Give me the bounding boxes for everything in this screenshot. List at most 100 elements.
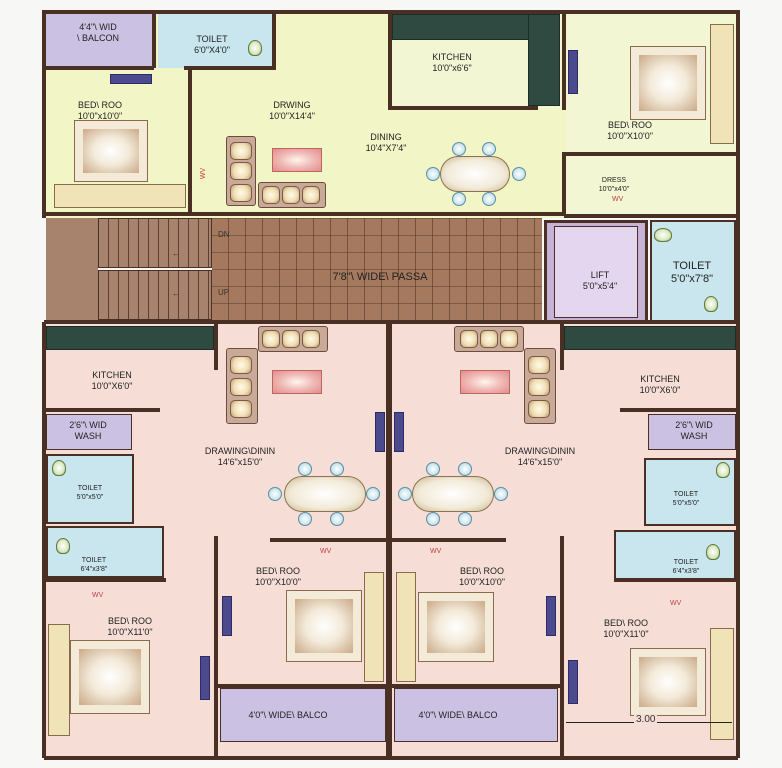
cushion [302, 186, 320, 204]
wall [188, 68, 192, 214]
wall [44, 756, 738, 760]
chair [452, 192, 466, 206]
cushion [528, 356, 550, 374]
staircase [98, 270, 212, 320]
wall [560, 322, 564, 370]
wall [44, 66, 154, 70]
chair [494, 487, 508, 501]
wall [560, 536, 564, 756]
wall [620, 408, 738, 412]
dining-table [284, 476, 366, 512]
wardrobe [710, 24, 734, 144]
wardrobe [710, 628, 734, 740]
cushion [262, 186, 280, 204]
toilet-fixture [716, 462, 730, 478]
dimension-label: 3.00 [634, 714, 658, 725]
cushion [528, 378, 550, 396]
chair [482, 142, 496, 156]
toilet-fixture [654, 228, 672, 242]
wv-mark: WV [200, 167, 208, 180]
top-balcony [46, 12, 152, 68]
kitchen-counter [528, 14, 560, 106]
arrow-left-icon: ← [172, 249, 180, 258]
wall [614, 578, 738, 582]
cushion [282, 186, 300, 204]
left-balcony [220, 688, 386, 742]
wall [42, 10, 46, 218]
wv-mark: WV [612, 196, 624, 203]
chair [298, 462, 312, 476]
wv-mark: WV [92, 592, 104, 599]
arrow-left-icon: ← [172, 289, 180, 298]
chair [268, 487, 282, 501]
top-dress [566, 156, 736, 214]
toilet-fixture [52, 460, 66, 476]
wall [152, 10, 156, 68]
window [568, 50, 578, 94]
chair [426, 462, 440, 476]
kitchen-counter [564, 326, 736, 350]
window [375, 412, 385, 452]
bed [630, 46, 706, 120]
wall [564, 214, 740, 218]
window [222, 596, 232, 636]
cushion [480, 330, 498, 348]
bed [74, 120, 148, 182]
passage-label: 7'8"\ WIDE\ PASSA [332, 271, 428, 283]
wall [214, 536, 218, 756]
wall [184, 66, 274, 70]
wardrobe [48, 624, 70, 736]
dining-table [412, 476, 494, 512]
chair [458, 512, 472, 526]
cushion [230, 378, 252, 396]
passage-grid [212, 218, 542, 320]
stair-dn-label: DN [218, 230, 230, 239]
rug [272, 148, 322, 172]
stair-landing [46, 218, 98, 320]
right-balcony [394, 688, 558, 742]
cushion [262, 330, 280, 348]
window [568, 660, 578, 704]
chair [298, 512, 312, 526]
wardrobe [364, 572, 384, 682]
cushion [282, 330, 300, 348]
bed [286, 590, 362, 662]
kitchen-counter [46, 326, 214, 350]
wall [270, 538, 386, 542]
window [394, 412, 404, 452]
bed [630, 648, 706, 716]
rug [460, 370, 510, 394]
chair [512, 167, 526, 181]
cushion [230, 400, 252, 418]
right-wash [648, 414, 736, 450]
cushion [230, 142, 252, 160]
wall [386, 322, 392, 758]
chair [398, 487, 412, 501]
dining-table [440, 156, 510, 192]
wall [44, 578, 166, 582]
chair [330, 512, 344, 526]
chair [426, 167, 440, 181]
wv-mark: WV [320, 548, 332, 555]
wall [562, 10, 566, 110]
